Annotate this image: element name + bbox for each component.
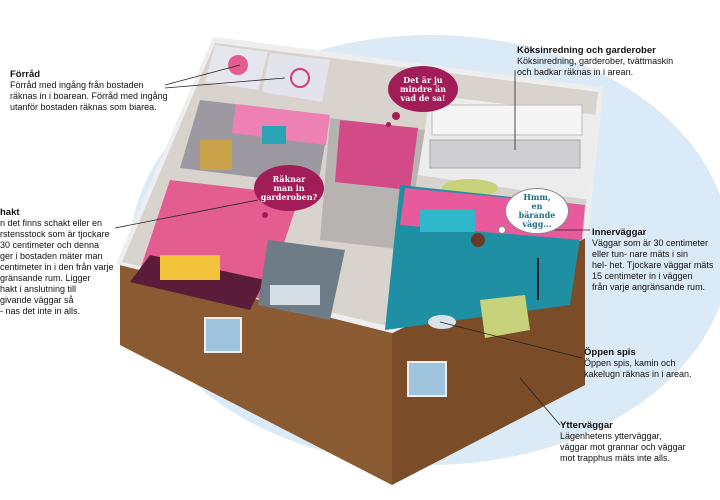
- bubble-garderoben: Räknar man in garderoben?: [254, 165, 324, 211]
- label-inner-line: eller tun- nare mäts i sin: [592, 249, 689, 259]
- label-schakt-line: ger i bostaden mäter man: [0, 251, 103, 261]
- label-schakt-line: n det finns schakt eller en: [0, 218, 103, 228]
- label-koks-line: Köksinredning, garderober, tvättmaskin: [517, 56, 674, 66]
- bathtub: [270, 285, 320, 305]
- window-right: [407, 361, 447, 397]
- label-schakt-heading: hakt: [0, 207, 20, 218]
- label-schakt-line: - nas det inte in alls.: [0, 306, 81, 316]
- bubble-garderoben-text: Räknar man in garderoben?: [260, 173, 318, 202]
- label-forrad-line: utanför bostaden räknas som biarea.: [10, 102, 157, 112]
- label-inner-line: från varje angränsande rum.: [592, 282, 706, 292]
- label-ytter-heading: Ytterväggar: [560, 420, 613, 431]
- leader-spis: [439, 321, 583, 359]
- label-schakt-line: hakt i anslutning till: [0, 284, 77, 294]
- painting: [262, 126, 286, 144]
- label-forrad: Förråd Förråd med ingång från bostaden r…: [10, 69, 170, 113]
- label-inner-line: hel- het. Tjockare väggar mäts: [592, 260, 714, 270]
- label-yttervaggar: Ytterväggar Lägenhetens ytterväggar, väg…: [560, 420, 715, 464]
- label-ytter-line: Lägenhetens ytterväggar,: [560, 431, 662, 441]
- storage-items: [228, 55, 248, 75]
- label-inner-heading: Innerväggar: [592, 227, 647, 238]
- label-schakt-line: rstensstock som är tjockare: [0, 229, 110, 239]
- outer-wall-left: [120, 265, 392, 485]
- bicycle-icon: [290, 68, 310, 88]
- window-left: [204, 317, 242, 353]
- bedroom-wall-pink: [232, 104, 330, 145]
- hall-wall-pink: [335, 120, 418, 190]
- storage-room-right: [262, 53, 330, 102]
- leader-lines: [114, 64, 590, 426]
- leader-forrad: [164, 64, 241, 86]
- label-oppen-spis: Öppen spis Öppen spis, kamin och kakelug…: [584, 347, 714, 380]
- label-spis-heading: Öppen spis: [584, 347, 636, 358]
- label-forrad-heading: Förråd: [10, 69, 41, 80]
- label-schakt-line: givande väggar så: [0, 295, 74, 305]
- label-koks-heading: Köksinredning och garderober: [517, 45, 656, 56]
- coffee-table: [428, 315, 456, 329]
- kitchen-counter: [429, 139, 581, 169]
- label-ytter-line: mot trapphus mäts inte alls.: [560, 453, 671, 463]
- bubble-garderoben-tail: [262, 212, 268, 218]
- label-forrad-line: Förråd med ingång från bostaden: [10, 80, 144, 90]
- bubble-barande-text: Hmm, en bärande vägg...: [518, 192, 556, 229]
- leader-ytter: [519, 377, 561, 426]
- dresser: [200, 140, 232, 170]
- label-schakt-line: 30 centimeter och denna: [0, 240, 100, 250]
- label-schakt-line: gränsande rum. Ligger: [0, 273, 91, 283]
- label-inner-line: Väggar som är 30 centimeter: [592, 238, 709, 248]
- bubble-mindre: Det är ju mindre än vad de sa!: [388, 66, 458, 112]
- label-ytter-line: väggar mot grannar och väggar: [560, 442, 686, 452]
- bubble-mindre-tail-1: [392, 112, 400, 120]
- leader-forrad-2: [164, 77, 286, 89]
- label-koks-line: och badkar räknas in i arean.: [517, 67, 634, 77]
- leader-schakt: [114, 199, 259, 229]
- tv-painting: [420, 210, 475, 232]
- armchair: [480, 295, 530, 338]
- label-innervaggar: Innerväggar Väggar som är 30 centimeter …: [592, 227, 717, 293]
- label-koksinredning: Köksinredning och garderober Köksinredni…: [517, 45, 712, 78]
- bubble-barande-tail: [498, 226, 506, 234]
- label-spis-line: Öppen spis, kamin och: [584, 358, 676, 368]
- bubble-mindre-tail-2: [386, 122, 391, 127]
- bubble-mindre-text: Det är ju mindre än vad de sa!: [399, 74, 446, 103]
- bubble-barande: Hmm, en bärande vägg...: [505, 188, 569, 234]
- label-schakt: hakt n det finns schakt eller en rstenss…: [0, 207, 120, 317]
- kitchen-cabinets: [431, 104, 583, 136]
- label-forrad-line: räknas in i boarean. Förråd med ingång: [10, 91, 168, 101]
- label-inner-line: 15 centimeter in i väggen: [592, 271, 693, 281]
- label-spis-line: kakelugn räknas in i arean.: [584, 369, 692, 379]
- label-schakt-line: centimeter in i den från varje: [0, 262, 114, 272]
- bed: [160, 255, 220, 280]
- person-living-room: [471, 233, 485, 247]
